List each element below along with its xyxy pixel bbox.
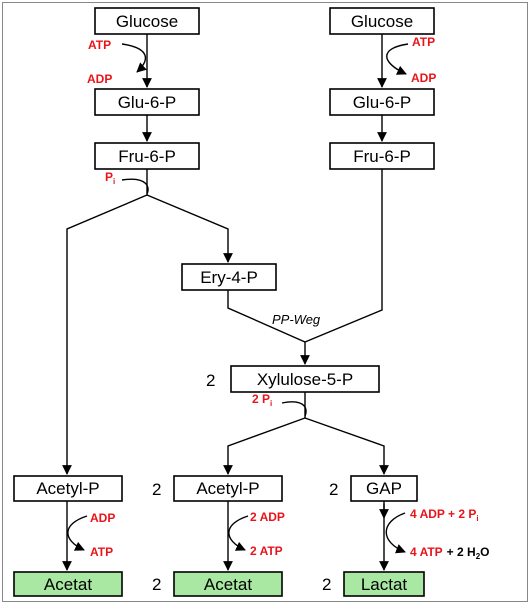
left-f6p-label: Fru-6-P xyxy=(118,147,176,166)
left-g6p-node: Glu-6-P xyxy=(94,88,200,116)
arrow-xylulose-to-acetylp xyxy=(223,417,306,475)
line-ery4p-merge xyxy=(227,290,306,343)
right-f6p-label: Fru-6-P xyxy=(353,147,411,166)
two-pi-label: 2 Pi xyxy=(252,392,272,408)
left-adp-bottom-label: ADP xyxy=(90,511,115,525)
left-f6p-node: Fru-6-P xyxy=(94,142,200,170)
acetat-mid-label: Acetat xyxy=(204,575,252,594)
acetat-left-label: Acetat xyxy=(44,575,92,594)
right-g6p-node: Glu-6-P xyxy=(329,88,435,116)
acetylp-mid-node: Acetyl-P xyxy=(173,475,283,502)
arrow-right-atp-adp xyxy=(386,43,409,75)
pp-weg-label: PP-Weg xyxy=(272,312,321,327)
arrow-mid-adp-atp xyxy=(228,515,249,551)
right-glucose-label: Glucose xyxy=(351,12,413,31)
right-adp-label: ADP xyxy=(411,71,436,85)
gap-out-label: 4 ATP+ 2 H2O xyxy=(410,545,489,561)
lactat-node: Lactat xyxy=(343,571,425,597)
arrow-f6p-to-acetylp-left xyxy=(62,194,148,475)
left-g6p-label: Glu-6-P xyxy=(118,93,177,112)
left-atp-label: ATP xyxy=(88,38,111,52)
lactat-coef: 2 xyxy=(322,575,331,594)
left-atp-bottom-label: ATP xyxy=(90,545,113,559)
xylulose-label: Xylulose-5-P xyxy=(257,370,353,389)
mid-adp-label: 2 ADP xyxy=(250,510,285,524)
ery4p-node: Ery-4-P xyxy=(181,263,277,291)
gap-node: GAP xyxy=(350,475,418,502)
arrow-left-atp-adp xyxy=(121,43,147,73)
gap-label: GAP xyxy=(366,479,402,498)
acetat-mid-coef: 2 xyxy=(152,575,161,594)
pi-curve-left xyxy=(121,178,149,195)
left-glucose-label: Glucose xyxy=(116,12,178,31)
arrow-f6p-to-ery4p xyxy=(146,194,233,263)
left-adp-label: ADP xyxy=(87,72,112,86)
right-g6p-label: Glu-6-P xyxy=(353,93,412,112)
arrow-xylulose-to-gap xyxy=(304,417,389,475)
acetat-mid-node: Acetat xyxy=(173,571,283,597)
acetylp-left-label: Acetyl-P xyxy=(36,479,99,498)
right-f6p-node: Fru-6-P xyxy=(329,142,435,170)
arrow-left-adp-atp xyxy=(67,515,88,551)
acetylp-left-node: Acetyl-P xyxy=(13,475,123,502)
lactat-label: Lactat xyxy=(361,575,408,594)
ery4p-label: Ery-4-P xyxy=(200,268,258,287)
arrow-gap-adp-atp xyxy=(385,512,406,554)
mid-atp-label: 2 ATP xyxy=(250,544,283,558)
acetat-left-node: Acetat xyxy=(13,571,123,597)
acetylp-mid-coef: 2 xyxy=(152,480,161,499)
line-right-f6p-merge xyxy=(304,169,383,343)
right-glucose-node: Glucose xyxy=(329,7,435,35)
xylulose-node: Xylulose-5-P xyxy=(230,365,380,393)
gap-coef: 2 xyxy=(329,480,338,499)
xylulose-coef: 2 xyxy=(206,371,215,390)
pi-label: Pi xyxy=(105,170,115,186)
acetylp-mid-label: Acetyl-P xyxy=(196,479,259,498)
gap-in-label: 4 ADP + 2 Pi xyxy=(410,507,479,523)
left-glucose-node: Glucose xyxy=(94,7,200,35)
right-atp-label: ATP xyxy=(412,35,435,49)
two-pi-curve xyxy=(281,401,307,417)
